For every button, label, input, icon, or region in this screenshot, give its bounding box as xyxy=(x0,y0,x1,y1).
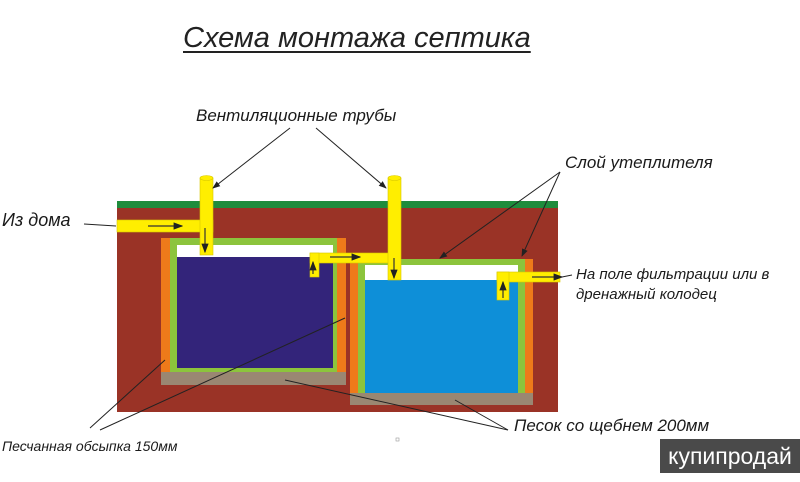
air-gap xyxy=(177,245,333,257)
label-insulation: Слой утеплителя xyxy=(565,153,713,172)
label-sand-fill: Песчанная обсыпка 150мм xyxy=(2,438,178,454)
flow-arrows xyxy=(148,222,564,298)
tank-2-water xyxy=(365,280,518,393)
transfer-pipe-down xyxy=(309,252,320,278)
leader-lines xyxy=(83,127,573,431)
sand-fill-right xyxy=(337,238,346,372)
label-outlet-line2: дренажный колодец xyxy=(576,286,717,303)
vent-pipe-2-top xyxy=(387,175,402,181)
tank-2 xyxy=(350,259,533,405)
label-vent-pipes: Вентиляционные трубы xyxy=(196,106,397,125)
transfer-pipe xyxy=(309,252,393,264)
label-outlet-line1: На поле фильтрации или в xyxy=(576,266,770,283)
watermark: купипродай xyxy=(660,439,800,473)
air-gap xyxy=(365,265,518,280)
vent-pipe-1-top xyxy=(199,175,214,181)
gravel-base xyxy=(350,393,533,405)
sand-fill-left xyxy=(161,238,170,372)
label-sand-gravel: Песок со щебнем 200мм xyxy=(514,416,710,435)
label-from-house: Из дома xyxy=(2,210,71,230)
grass-layer xyxy=(117,201,558,209)
diagram-title: Схема монтажа септика xyxy=(183,22,531,54)
tank-1 xyxy=(161,238,346,385)
sand-fill-left xyxy=(350,259,358,393)
vent-pipe-1 xyxy=(199,177,214,256)
sand-fill-right xyxy=(525,259,533,393)
gravel-base xyxy=(161,372,346,385)
tank-1-water xyxy=(177,257,333,368)
small-marker xyxy=(395,437,400,442)
